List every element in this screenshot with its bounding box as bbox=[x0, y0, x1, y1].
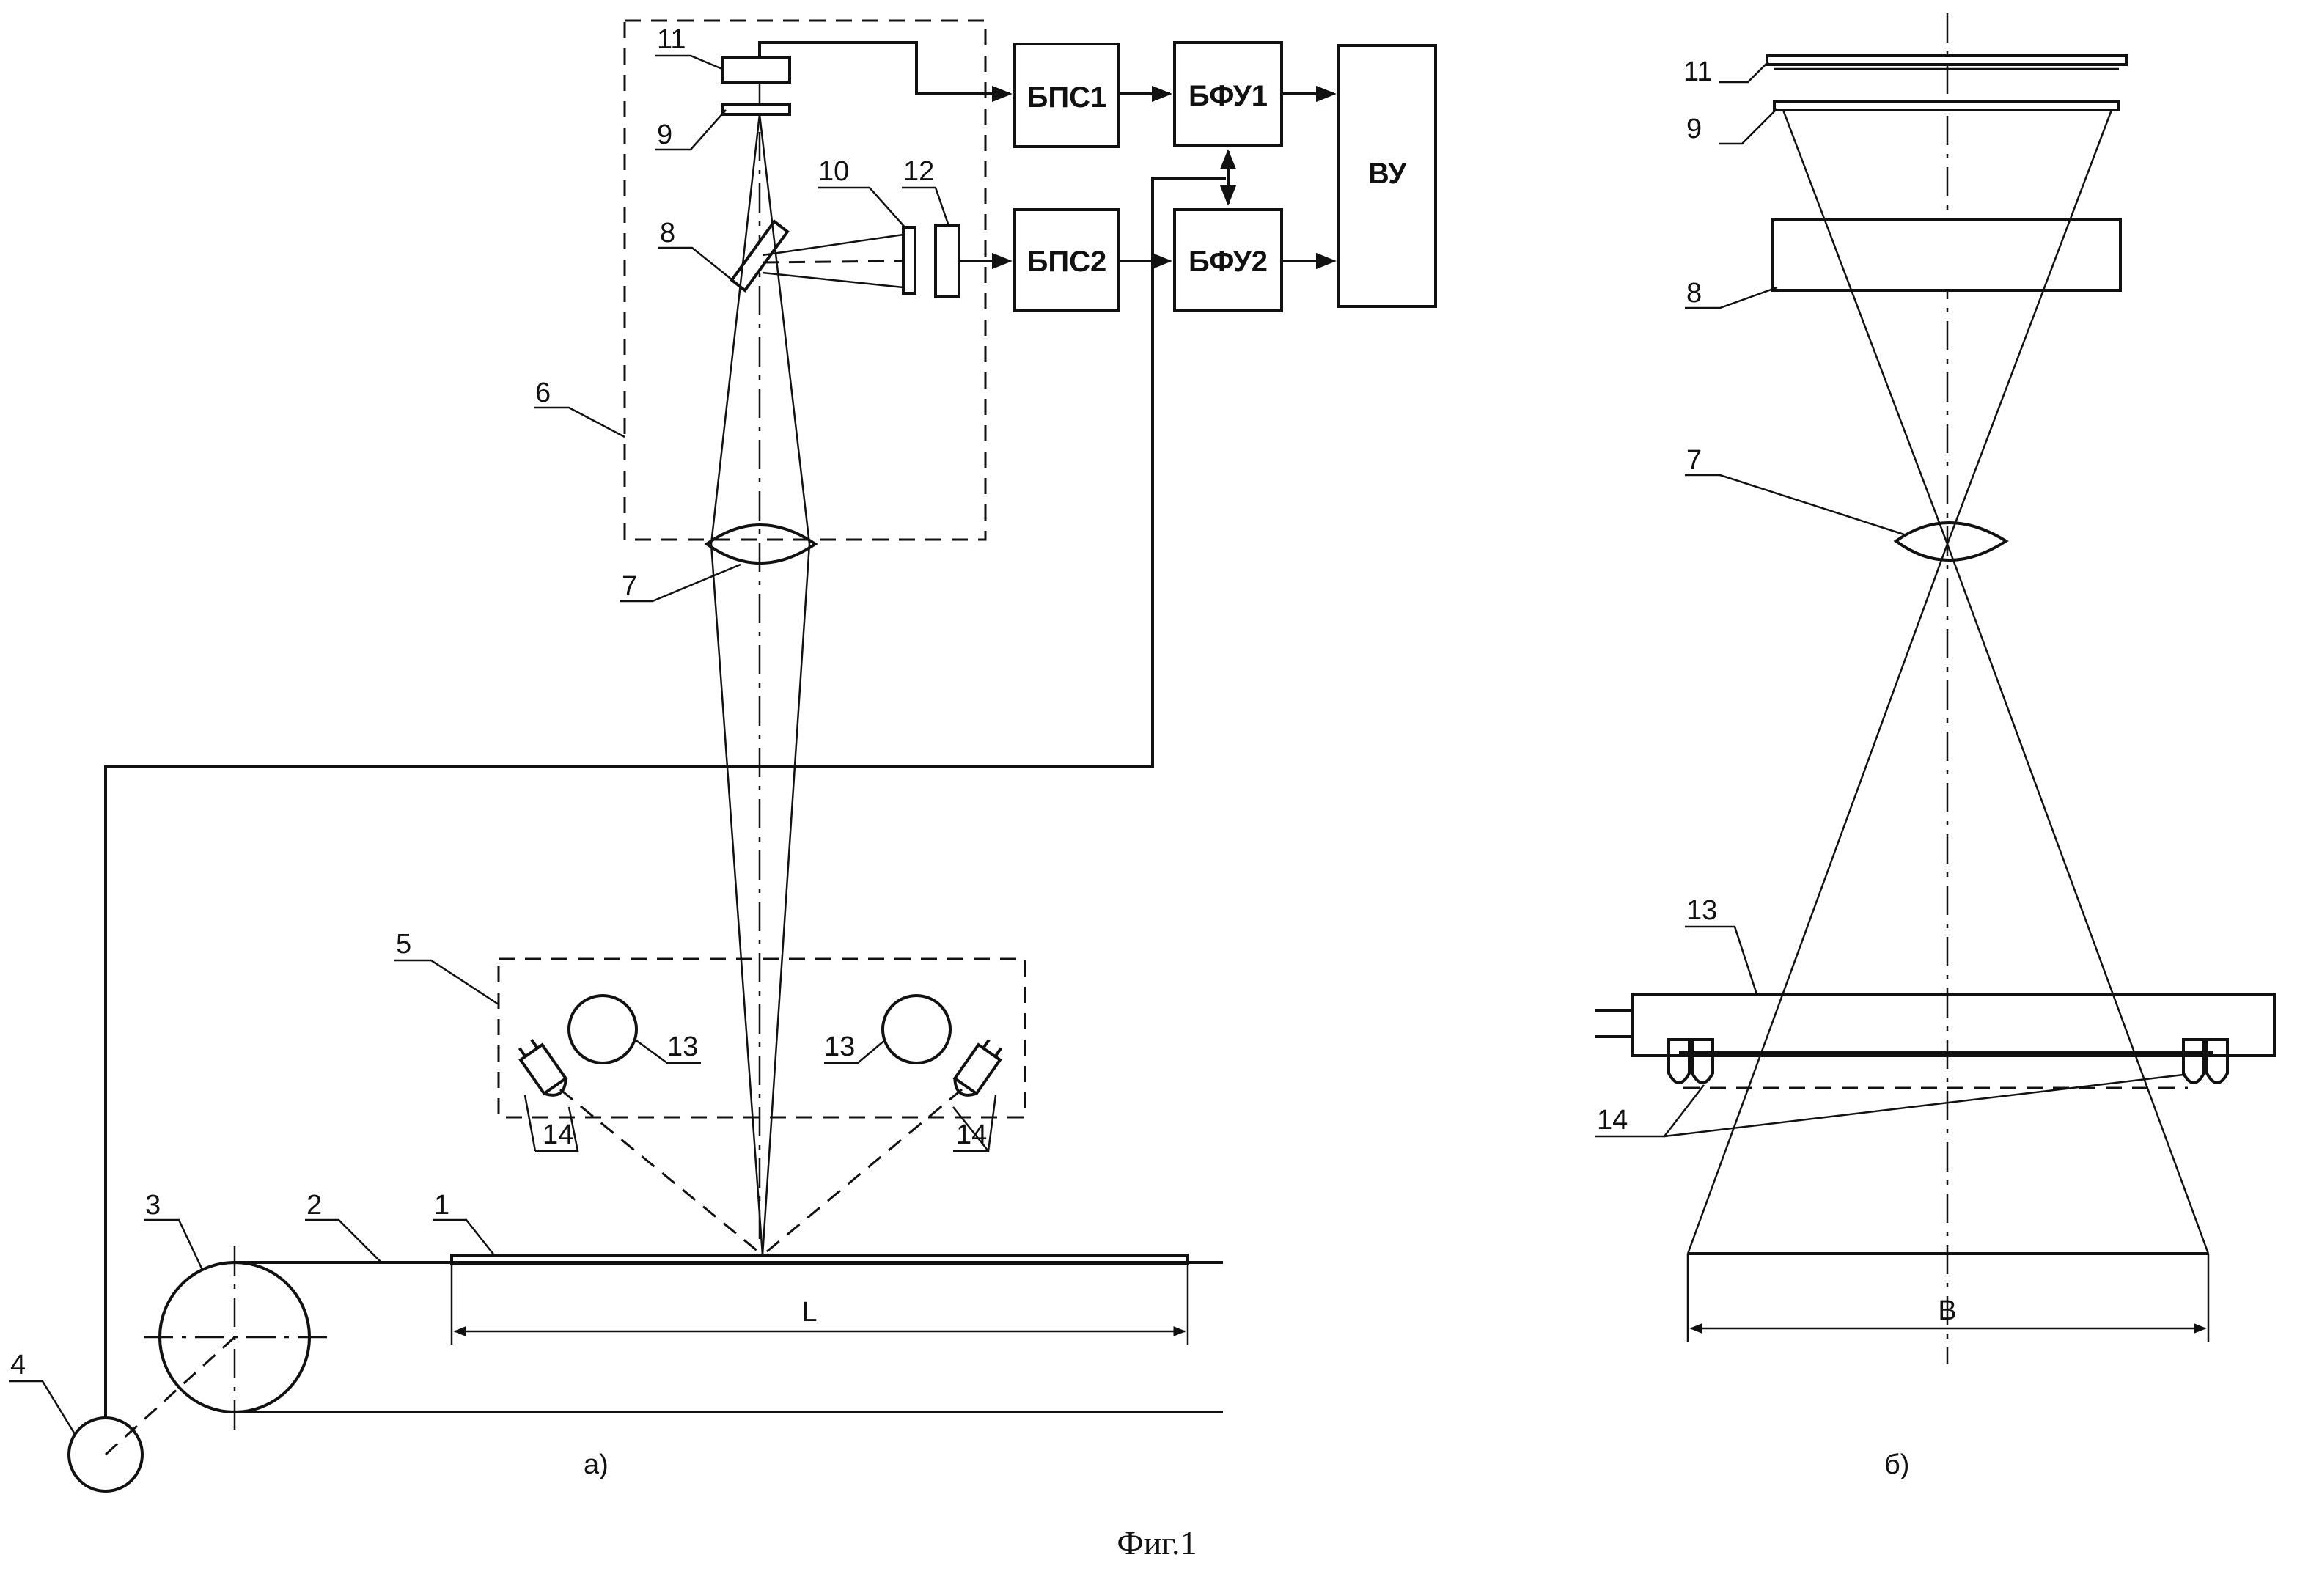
label-a-6: 6 bbox=[535, 378, 551, 408]
cone-bottom-right bbox=[1947, 544, 2208, 1254]
dimension-L-label: L bbox=[801, 1297, 817, 1328]
label-a-5: 5 bbox=[396, 929, 411, 960]
label-a-13-right: 13 bbox=[824, 1031, 855, 1062]
diagram-b: B 11 9 8 7 13 14 б) bbox=[1595, 13, 2274, 1480]
subcaption-a: а) bbox=[584, 1449, 609, 1480]
label-a-14-left: 14 bbox=[543, 1119, 573, 1150]
subcaption-b: б) bbox=[1884, 1449, 1909, 1480]
wire-11-to-bps1 bbox=[760, 43, 1010, 94]
object-1 bbox=[452, 1255, 1188, 1264]
element-10 bbox=[903, 227, 915, 293]
label-a-2: 2 bbox=[306, 1190, 322, 1221]
label-a-10: 10 bbox=[818, 156, 849, 187]
label-a-7: 7 bbox=[622, 571, 637, 602]
label-b-11: 11 bbox=[1683, 56, 1712, 87]
lamp-13-right bbox=[883, 996, 950, 1063]
label-a-3: 3 bbox=[145, 1190, 161, 1221]
label-a-12: 12 bbox=[903, 156, 934, 187]
label-a-8: 8 bbox=[660, 218, 675, 249]
block-bps2-label: БПС2 bbox=[1027, 246, 1107, 278]
label-b-13: 13 bbox=[1686, 895, 1717, 926]
cone-top-right bbox=[1947, 110, 2112, 544]
ray-lower-right bbox=[763, 544, 809, 1255]
drive-link bbox=[106, 1337, 235, 1455]
encoder-signal-wire bbox=[106, 179, 1226, 1418]
lamp-13-b bbox=[1632, 994, 2274, 1056]
block-bfu2-label: БФУ2 bbox=[1188, 246, 1268, 278]
label-b-7: 7 bbox=[1686, 445, 1702, 476]
ray-upper-right bbox=[760, 114, 809, 544]
element-11 bbox=[722, 57, 790, 82]
label-b-14: 14 bbox=[1597, 1105, 1628, 1136]
element-8-b bbox=[1773, 220, 2120, 290]
ray-side-2 bbox=[763, 273, 903, 287]
ray-upper-left bbox=[711, 114, 760, 544]
label-a-1: 1 bbox=[434, 1190, 449, 1221]
figure-caption: Фиг.1 bbox=[1117, 1524, 1197, 1562]
element-11-b bbox=[1767, 56, 2126, 65]
label-a-14-right: 14 bbox=[956, 1119, 987, 1150]
element-12 bbox=[936, 226, 959, 296]
illum-beam-left bbox=[560, 1089, 763, 1255]
lens-7 bbox=[707, 525, 815, 563]
label-a-13-left: 13 bbox=[667, 1031, 698, 1062]
ray-lower-left bbox=[711, 544, 763, 1255]
emitters-14-right-b bbox=[2183, 1040, 2227, 1083]
label-a-11: 11 bbox=[657, 24, 686, 55]
illum-beam-right bbox=[763, 1089, 962, 1255]
cone-top-left bbox=[1783, 110, 1947, 544]
emitters-14-left-b bbox=[1669, 1040, 1713, 1083]
label-a-4: 4 bbox=[10, 1350, 26, 1380]
ray-side-axis bbox=[763, 261, 903, 262]
optical-unit-6-frame bbox=[625, 21, 985, 540]
label-b-8: 8 bbox=[1686, 278, 1702, 309]
label-a-9: 9 bbox=[657, 119, 672, 150]
element-9 bbox=[722, 104, 790, 114]
lamp-13-left bbox=[569, 996, 636, 1063]
cone-bottom-left bbox=[1688, 544, 1947, 1254]
block-bfu1-label: БФУ1 bbox=[1188, 80, 1268, 112]
diagram-a: L БПС1 БПС2 БФУ1 БФУ2 ВУ 11 bbox=[9, 21, 1436, 1491]
block-bps1-label: БПС1 bbox=[1027, 81, 1107, 114]
illumination-unit-5-frame bbox=[499, 959, 1025, 1117]
dimension-B-label: B bbox=[1938, 1295, 1956, 1326]
element-9-b bbox=[1774, 101, 2119, 110]
block-vu-label: ВУ bbox=[1368, 158, 1407, 190]
label-b-9: 9 bbox=[1686, 114, 1702, 144]
